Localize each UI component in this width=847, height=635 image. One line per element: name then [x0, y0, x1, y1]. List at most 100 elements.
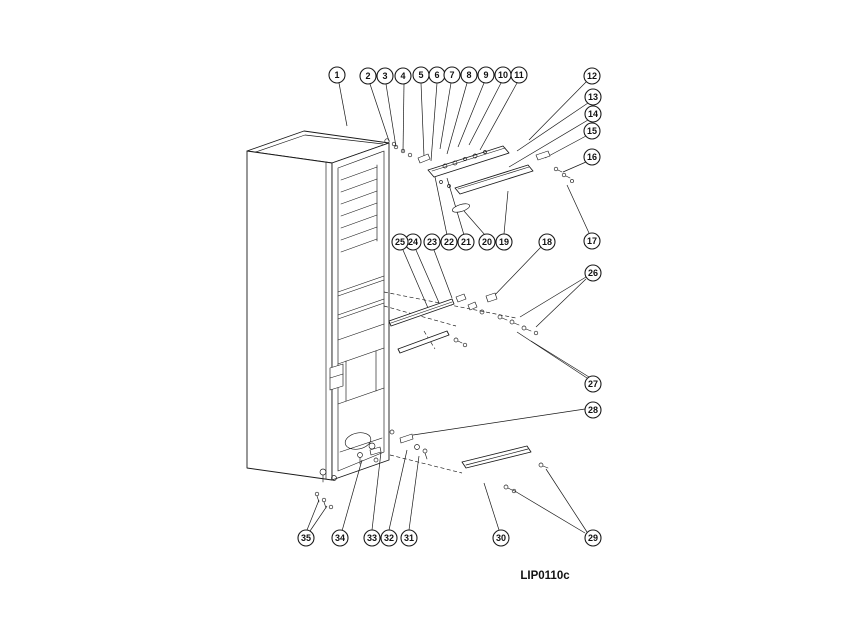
callout-30: 30: [492, 529, 510, 547]
interior-shelves: [337, 275, 385, 341]
callout-circle: [297, 529, 315, 547]
rail-end-cap: [455, 293, 467, 303]
callout-20: 20: [478, 233, 496, 251]
callout-number: 12: [587, 71, 597, 81]
callout-8: 8: [460, 66, 478, 84]
kick-plate: [461, 445, 532, 469]
callout-number: 30: [496, 533, 506, 543]
callout-22: 22: [440, 233, 458, 251]
lower-rail: [397, 330, 468, 354]
rail-spacer: [467, 301, 478, 311]
callout-number: 1: [334, 70, 339, 80]
callout-circle: [380, 529, 398, 547]
leader-lines: [306, 80, 590, 534]
callout-number: 7: [449, 70, 454, 80]
callout-circle: [423, 233, 441, 251]
callout-number: 29: [588, 533, 598, 543]
callout-33: 33: [363, 529, 381, 547]
callout-circle: [584, 264, 602, 282]
callout-number: 8: [466, 70, 471, 80]
callout-11: 11: [510, 66, 528, 84]
callout-number: 3: [382, 71, 387, 81]
callout-number: 20: [482, 237, 492, 247]
callout-circle: [538, 233, 556, 251]
crisper-drawer: [337, 347, 385, 405]
callout-13: 13: [584, 88, 602, 106]
bottom-parts-group: [389, 429, 549, 494]
callout-circle: [394, 67, 412, 85]
callout-circle: [584, 529, 602, 547]
callouts: 1 2 3 4 5 6 7 8 9 10 11 12 13 14 15 16 1…: [297, 66, 602, 547]
callout-circle: [584, 105, 602, 123]
callout-number: 24: [408, 237, 418, 247]
callout-number: 31: [404, 533, 414, 543]
compressor: [339, 432, 383, 453]
callout-number: 32: [384, 533, 394, 543]
callout-1: 1: [328, 66, 346, 84]
diagram-code: LIP0110c: [520, 570, 570, 582]
callout-17: 17: [583, 232, 601, 250]
callout-circle: [359, 67, 377, 85]
callout-number: 35: [301, 533, 311, 543]
callout-circle: [583, 148, 601, 166]
top-hinge-bracket: [417, 153, 431, 164]
callout-number: 33: [367, 533, 377, 543]
callout-number: 21: [461, 237, 471, 247]
callout-circle: [584, 401, 602, 419]
callout-circle: [457, 233, 475, 251]
callout-number: 19: [499, 237, 509, 247]
callout-number: 2: [365, 71, 370, 81]
callout-circle: [400, 529, 418, 547]
callout-15: 15: [583, 122, 601, 140]
callout-number: 9: [483, 70, 488, 80]
callout-number: 22: [444, 237, 454, 247]
callout-number: 13: [588, 92, 598, 102]
callout-circle: [478, 233, 496, 251]
callout-16: 16: [583, 148, 601, 166]
callout-21: 21: [457, 233, 475, 251]
callout-23: 23: [423, 233, 441, 251]
callout-number: 11: [514, 70, 524, 80]
callout-number: 28: [588, 405, 598, 415]
rail-washer: [479, 309, 485, 315]
freezer-panel-ribs: [340, 164, 378, 253]
callout-number: 18: [542, 237, 552, 247]
callout-number: 4: [400, 71, 405, 81]
callout-9: 9: [477, 66, 495, 84]
callout-circle: [331, 529, 349, 547]
callout-circle: [391, 233, 409, 251]
callout-6: 6: [428, 66, 446, 84]
callout-circle: [363, 529, 381, 547]
callout-number: 34: [335, 533, 345, 543]
callout-circle: [584, 88, 602, 106]
callout-circle: [583, 67, 601, 85]
callout-circle: [328, 66, 346, 84]
control-panel: [427, 145, 510, 188]
callout-circle: [495, 233, 513, 251]
middle-parts-group: [388, 292, 539, 354]
callout-26: 26: [584, 264, 602, 282]
callout-19: 19: [495, 233, 513, 251]
shelf-rail: [388, 298, 455, 327]
callout-31: 31: [400, 529, 418, 547]
callout-circle: [440, 233, 458, 251]
top-parts-group: [393, 144, 574, 213]
callout-27: 27: [584, 375, 602, 393]
callout-25: 25: [391, 233, 409, 251]
callout-circle: [583, 232, 601, 250]
callout-number: 26: [588, 268, 598, 278]
callout-number: 25: [395, 237, 405, 247]
callout-5: 5: [412, 66, 430, 84]
callout-number: 6: [434, 70, 439, 80]
rail-screws: [497, 314, 539, 336]
cabinet-side-panel: [246, 150, 333, 481]
callout-circle: [477, 66, 495, 84]
callout-18: 18: [538, 233, 556, 251]
cover-cap: [535, 150, 551, 161]
callout-35: 35: [297, 529, 315, 547]
callout-14: 14: [584, 105, 602, 123]
bottom-hinge: [389, 429, 428, 460]
callout-number: 17: [587, 236, 597, 246]
